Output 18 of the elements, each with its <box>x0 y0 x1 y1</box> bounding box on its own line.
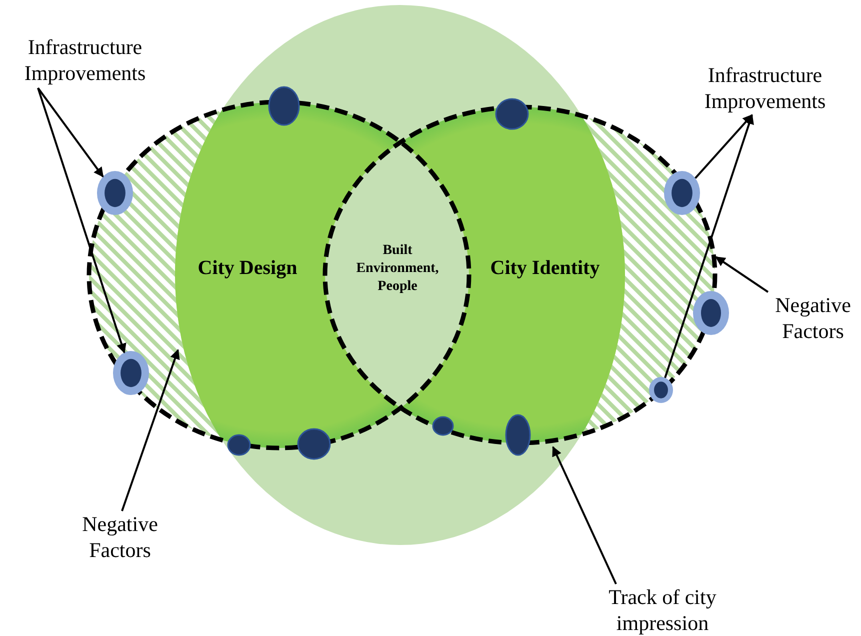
region-label: City Design <box>180 255 315 281</box>
arrow <box>121 349 180 512</box>
region-label: Built Environment, People <box>340 242 455 297</box>
marker-ring-icon <box>649 377 673 403</box>
callout-label: Infrastructure Improvements <box>0 34 170 86</box>
arrow <box>715 256 769 293</box>
arrow <box>37 87 104 178</box>
marker-ring-icon <box>113 351 149 395</box>
callout-label: Negative Factors <box>60 511 180 563</box>
marker-ring-icon <box>664 171 700 215</box>
arrow <box>37 88 126 354</box>
callout-label: Infrastructure Improvements <box>690 62 840 114</box>
arrow <box>552 446 617 584</box>
arrow <box>694 114 753 179</box>
region-label: City Identity <box>475 255 615 281</box>
marker-ring-icon <box>97 171 133 215</box>
callout-label: Track of city impression <box>580 584 745 636</box>
callout-label: Negative Factors <box>765 292 861 344</box>
